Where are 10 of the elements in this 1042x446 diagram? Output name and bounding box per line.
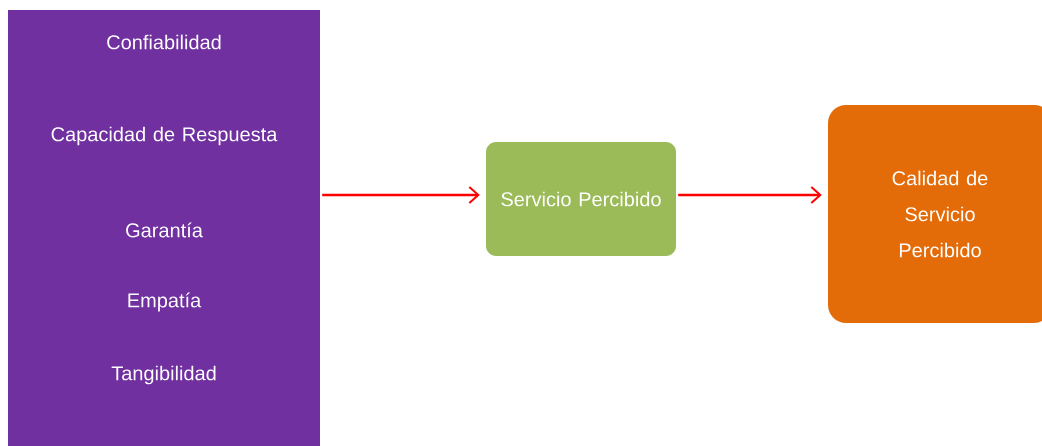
process-box: Calidad de Servicio Percibido — [828, 105, 1042, 323]
process-box: Servicio Percibido — [486, 142, 676, 256]
attribute-panel — [8, 10, 320, 446]
arrow — [678, 186, 822, 204]
list-item: Empatía — [128, 292, 202, 312]
arrow — [322, 186, 480, 204]
list-item: Capacidad de Respuesta — [51, 126, 278, 146]
list-item: Confiabilidad — [107, 34, 221, 50]
list-item: Garantía — [126, 222, 203, 238]
list-item: Tangibilidad — [111, 365, 216, 385]
